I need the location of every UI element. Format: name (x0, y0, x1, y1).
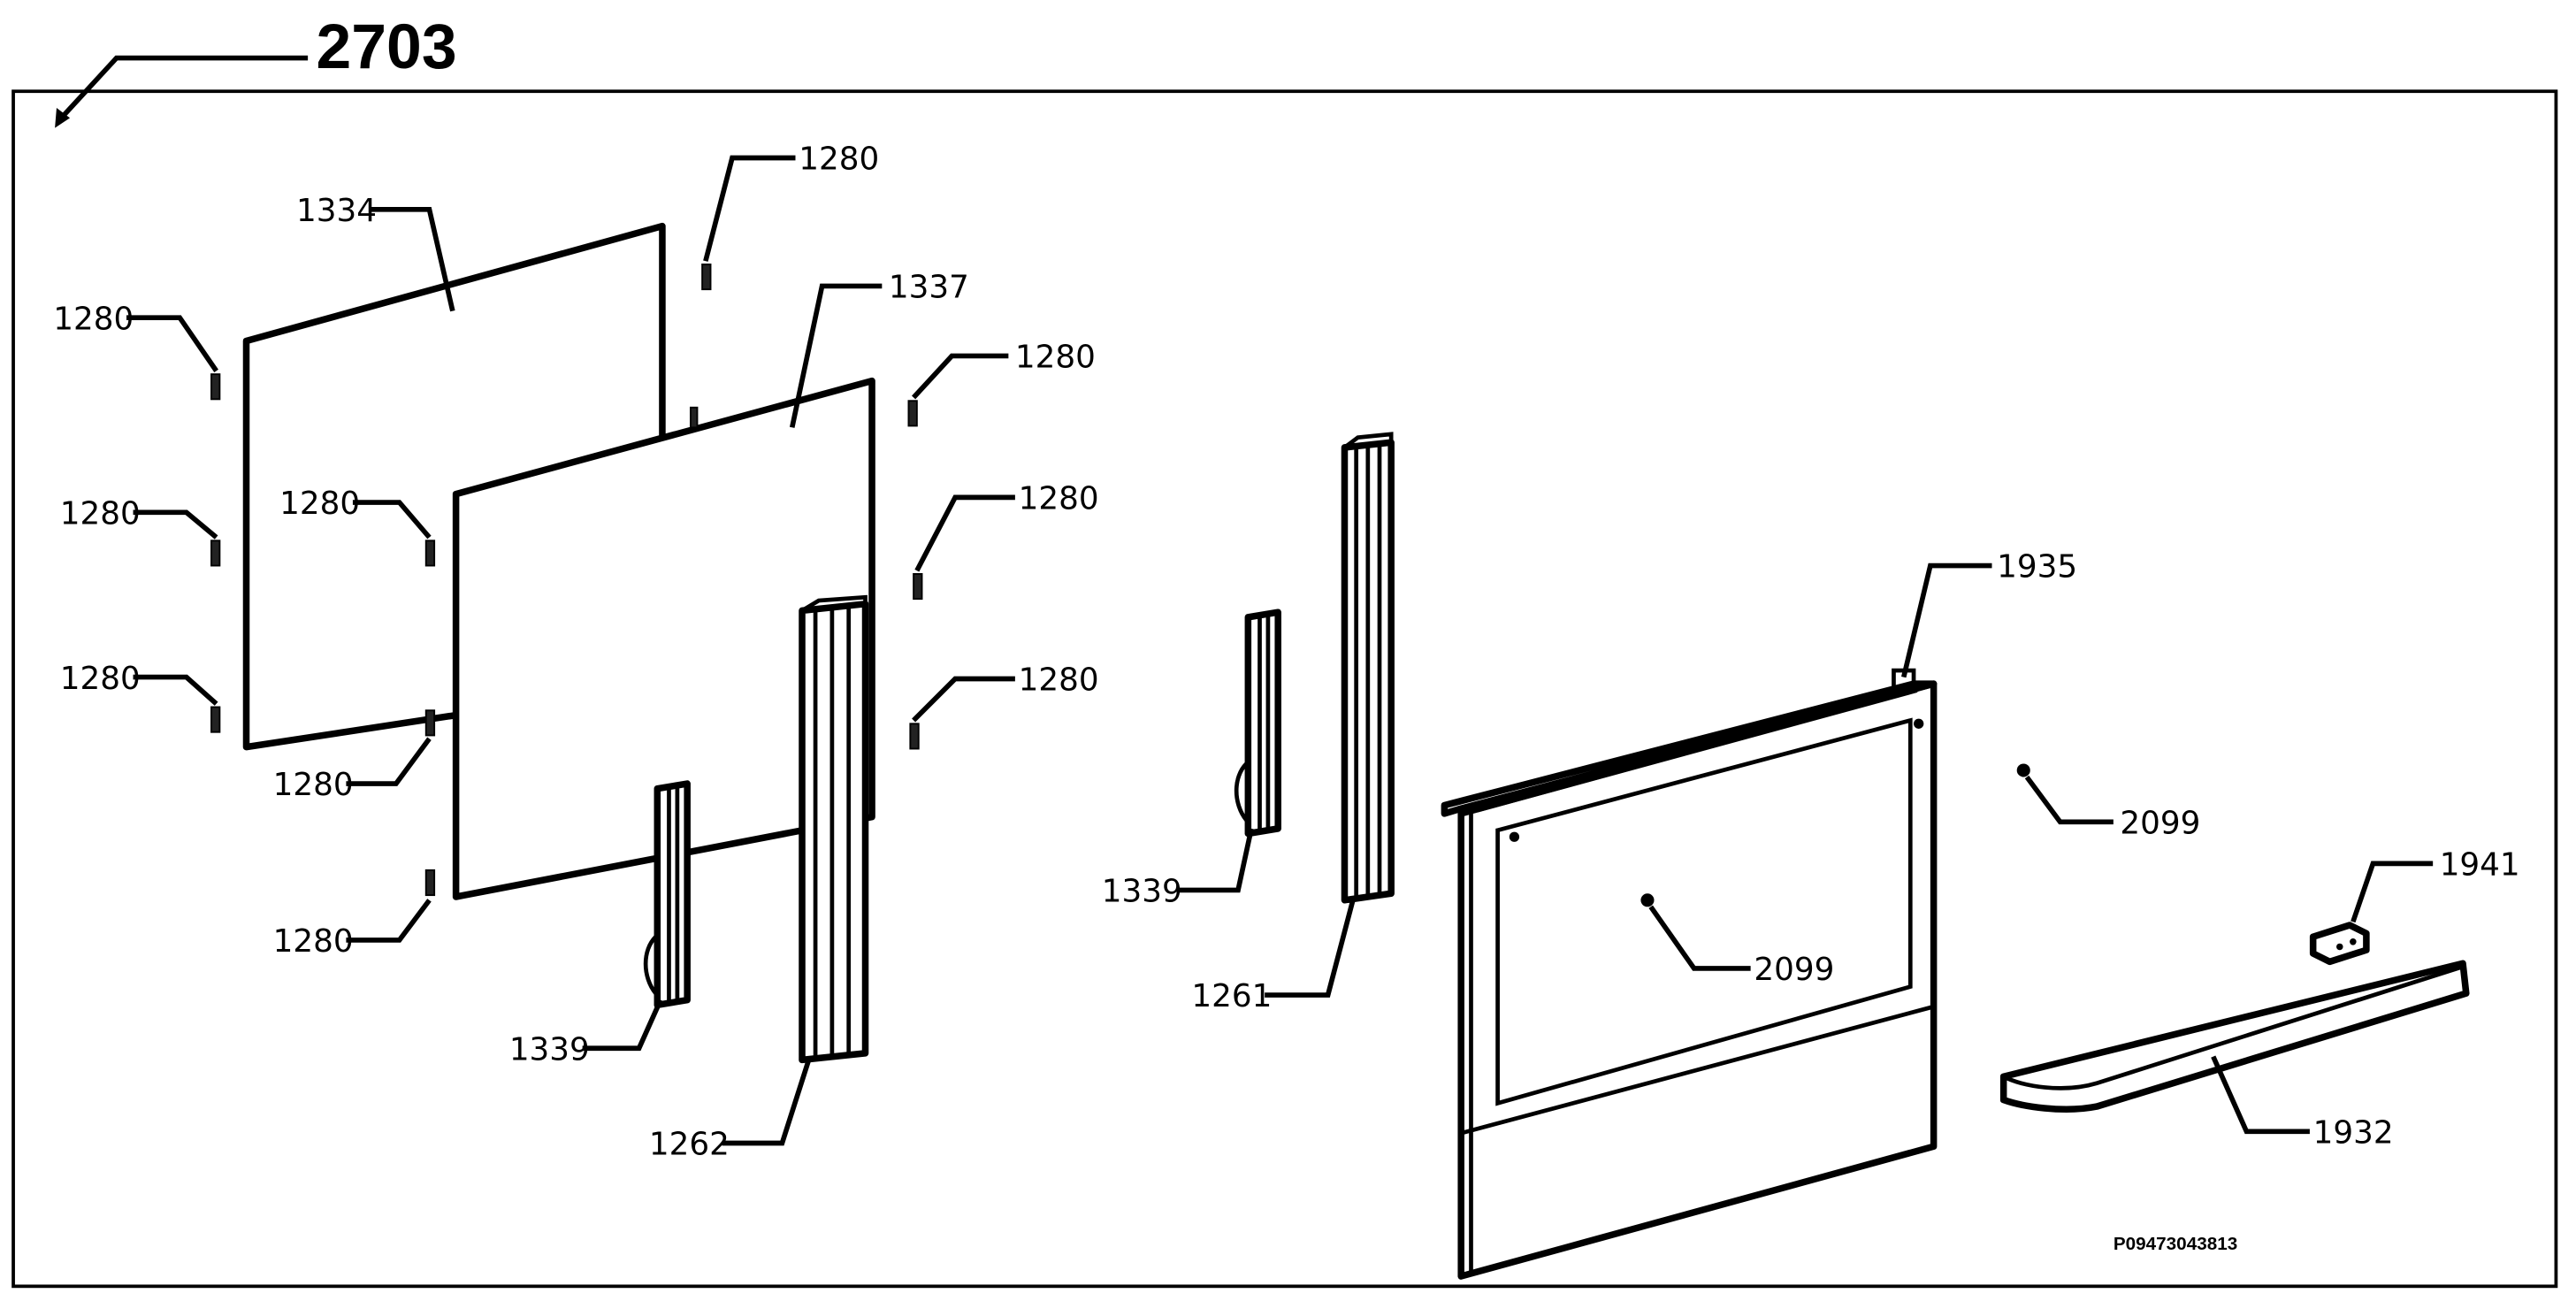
outer-door-panel-1935 (1441, 668, 1938, 1280)
callout-1262: 1262 (649, 1127, 730, 1163)
callout-1280-d: 1280 (279, 486, 360, 522)
drawing-code: P09473043813 (2114, 1234, 2237, 1254)
leader-1339-b (1176, 828, 1254, 893)
leader-1941 (2351, 861, 2434, 923)
leader-2099-a (1648, 905, 1751, 971)
leader-1280-b (133, 509, 218, 540)
callout-1280-i: 1280 (1019, 481, 1099, 517)
leader-1280-j (912, 676, 1015, 723)
glass-clip-7 (701, 263, 712, 291)
assembly-leader (56, 55, 309, 124)
callout-2099-a: 2099 (1754, 952, 1834, 988)
callout-1261: 1261 (1191, 978, 1272, 1014)
leader-1280-f (346, 899, 432, 943)
glass-clip-2 (210, 540, 221, 567)
assembly-arrow-icon (55, 108, 71, 128)
callout-1334: 1334 (296, 193, 377, 229)
leader-1935 (1901, 562, 1992, 678)
handle-support-1941 (2309, 922, 2370, 966)
glass-clip-5 (424, 709, 436, 737)
glass-clip-6 (424, 869, 436, 897)
leader-1280-a (126, 315, 218, 372)
screw-2099-a (1640, 893, 1655, 907)
leader-1932 (2211, 1055, 2310, 1135)
leader-1337 (789, 283, 883, 428)
tall-profile-1262 (799, 594, 869, 1064)
leader-1280-g (703, 155, 796, 262)
leader-1280-i (914, 494, 1015, 572)
assembly-number: 2703 (317, 11, 457, 82)
screw-2099-b (2016, 763, 2030, 777)
leader-1261 (1265, 899, 1356, 998)
callout-1280-j: 1280 (1019, 662, 1099, 699)
callout-1337: 1337 (889, 270, 969, 306)
callout-1280-e: 1280 (273, 767, 354, 803)
leader-2099-b (2024, 775, 2114, 825)
front-glass-panel (452, 377, 875, 900)
leader-1334 (369, 207, 455, 312)
callout-2099-b: 2099 (2120, 805, 2200, 841)
leader-1280-c (133, 674, 218, 706)
drawing-frame (11, 89, 2558, 1289)
callout-1280-g: 1280 (799, 142, 879, 178)
glass-clip-4 (424, 540, 436, 567)
callout-1280-b: 1280 (60, 495, 141, 532)
hinge-bracket-1339-right (1234, 608, 1281, 838)
tall-profile-1261 (1341, 432, 1395, 904)
callout-1932: 1932 (2313, 1115, 2394, 1152)
leader-1280-e (346, 737, 432, 786)
callout-1280-f: 1280 (273, 923, 354, 960)
hinge-bracket-1339-left (643, 780, 691, 1009)
door-handle-1932 (1999, 960, 2470, 1113)
clip-hidden (689, 406, 699, 429)
glass-clip-9 (913, 572, 923, 601)
callout-1935: 1935 (1997, 549, 2077, 585)
callout-1339-a: 1339 (509, 1031, 590, 1068)
callout-1941: 1941 (2440, 847, 2520, 884)
glass-clip-10 (909, 723, 920, 750)
callout-1280-c: 1280 (60, 661, 141, 697)
glass-clip-1 (210, 373, 221, 401)
leader-1280-h (912, 353, 1009, 400)
callout-1339-b: 1339 (1102, 874, 1182, 910)
glass-clip-3 (210, 706, 221, 733)
leader-1280-d (352, 500, 432, 540)
leader-1339-a (582, 999, 663, 1052)
callout-1280-h: 1280 (1015, 340, 1096, 376)
glass-clip-8 (907, 400, 918, 427)
callout-1280-a: 1280 (53, 301, 134, 337)
leader-1262 (722, 1059, 812, 1146)
